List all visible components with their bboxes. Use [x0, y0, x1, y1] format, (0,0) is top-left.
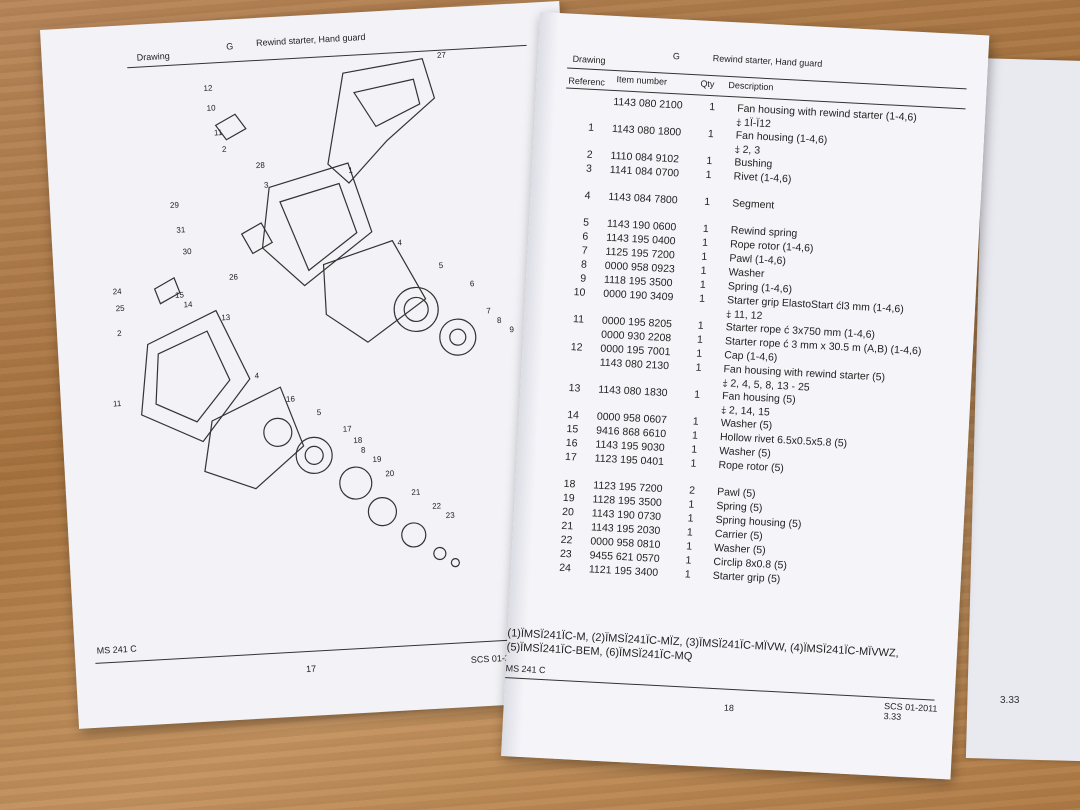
callout-label: 22 [432, 501, 442, 511]
callout-label: 31 [176, 225, 186, 235]
callout-label: 1 [348, 166, 353, 175]
left-footer-model: MS 241 C [96, 643, 137, 656]
col-qty: Qty [700, 78, 715, 90]
callout-label: 29 [170, 200, 180, 210]
callout-label: 6 [470, 279, 475, 288]
callout-label: 11 [214, 128, 223, 137]
callout-label: 9 [509, 325, 514, 334]
callout-label: 28 [256, 161, 266, 171]
callout-label: 7 [486, 306, 491, 315]
callout-label: 10 [206, 103, 216, 113]
right-header-title: Rewind starter, Hand guard [712, 53, 823, 69]
callout-label: 13 [221, 313, 231, 323]
callout-label: 2 [117, 329, 122, 338]
right-footer-rule [505, 677, 935, 701]
left-footer-rule [95, 638, 535, 664]
next-page-edge [965, 58, 1080, 762]
next-page-footer-code: 3.33 [1000, 695, 1020, 706]
right-footer-model: MS 241 C [505, 663, 546, 676]
right-header-drawing: Drawing [572, 53, 606, 66]
right-header-letter: G [672, 51, 681, 62]
callout-label: 25 [115, 304, 125, 314]
callout-label: 14 [183, 300, 193, 310]
callout-label: 17 [343, 424, 353, 434]
callout-label: 8 [497, 316, 502, 325]
right-page-number: 18 [723, 702, 735, 714]
callout-label: 4 [254, 371, 259, 380]
diagram-callouts: 12 27 10 11 2 1 28 3 29 31 30 4 26 24 25… [112, 50, 514, 521]
callout-label: 23 [445, 511, 455, 521]
col-description: Description [728, 79, 774, 93]
right-page: Drawing G Rewind starter, Hand guard Ref… [501, 12, 990, 780]
callout-label: 2 [222, 145, 227, 154]
callout-label: 15 [175, 290, 185, 300]
exploded-parts-diagram: 12 27 10 11 2 1 28 3 29 31 30 4 26 24 25… [112, 50, 515, 568]
right-footer-code: SCS 01-2011 3.33 [883, 700, 938, 722]
callout-label: 5 [317, 408, 322, 417]
callout-label: 11 [113, 399, 122, 408]
left-page: Drawing G Rewind starter, Hand guard [40, 0, 599, 729]
col-reference: Referenc [568, 75, 606, 88]
callout-label: 16 [286, 394, 296, 404]
callout-label: 21 [411, 487, 421, 497]
callout-label: 4 [397, 238, 402, 247]
callout-label: 30 [182, 247, 192, 257]
callout-label: 19 [372, 455, 382, 465]
callout-label: 12 [203, 83, 213, 93]
model-notes: (1)ÏMSÏ241ÏC-M, (2)ÏMSÏ241ÏC-MÏZ, (3)ÏMS… [506, 627, 900, 663]
callout-label: 8 [361, 445, 366, 454]
callout-label: 18 [353, 436, 363, 446]
callout-label: 20 [385, 469, 395, 479]
callout-label: 27 [437, 50, 447, 60]
callout-label: 24 [112, 287, 122, 297]
callout-label: 3 [264, 180, 269, 189]
callout-label: 26 [229, 272, 239, 282]
callout-label: 5 [439, 261, 444, 270]
left-page-number: 17 [305, 663, 317, 675]
col-item-number: Item number [616, 74, 668, 87]
